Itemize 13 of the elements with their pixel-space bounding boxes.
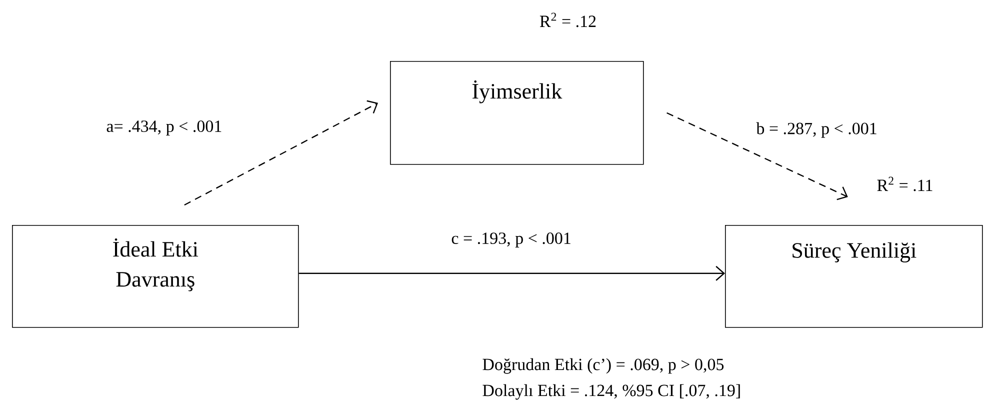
- label: Dolaylı Etki = .124, %95 CI [.07, .19]: [482, 384, 740, 400]
- text-box: İyimserlik: [390, 61, 644, 165]
- label: R$^{2}$ = .12: [540, 12, 596, 28]
- text-box: İdeal Etki Davranış: [12, 224, 299, 328]
- edge-label: c = .193, p < .001: [452, 232, 570, 248]
- text-box: Süreç Yeniliği: [725, 224, 983, 328]
- edge-label: b = .287, p < .001: [756, 122, 876, 138]
- arrow: [184, 100, 378, 206]
- arrow: [666, 112, 848, 200]
- label: R$^{2}$ = .11: [877, 176, 932, 192]
- label: Doğrudan Etki (c’) = .069, p > 0,05: [482, 358, 724, 374]
- arrow: [298, 266, 725, 281]
- edge-label: a= .434, p < .001: [106, 120, 222, 136]
